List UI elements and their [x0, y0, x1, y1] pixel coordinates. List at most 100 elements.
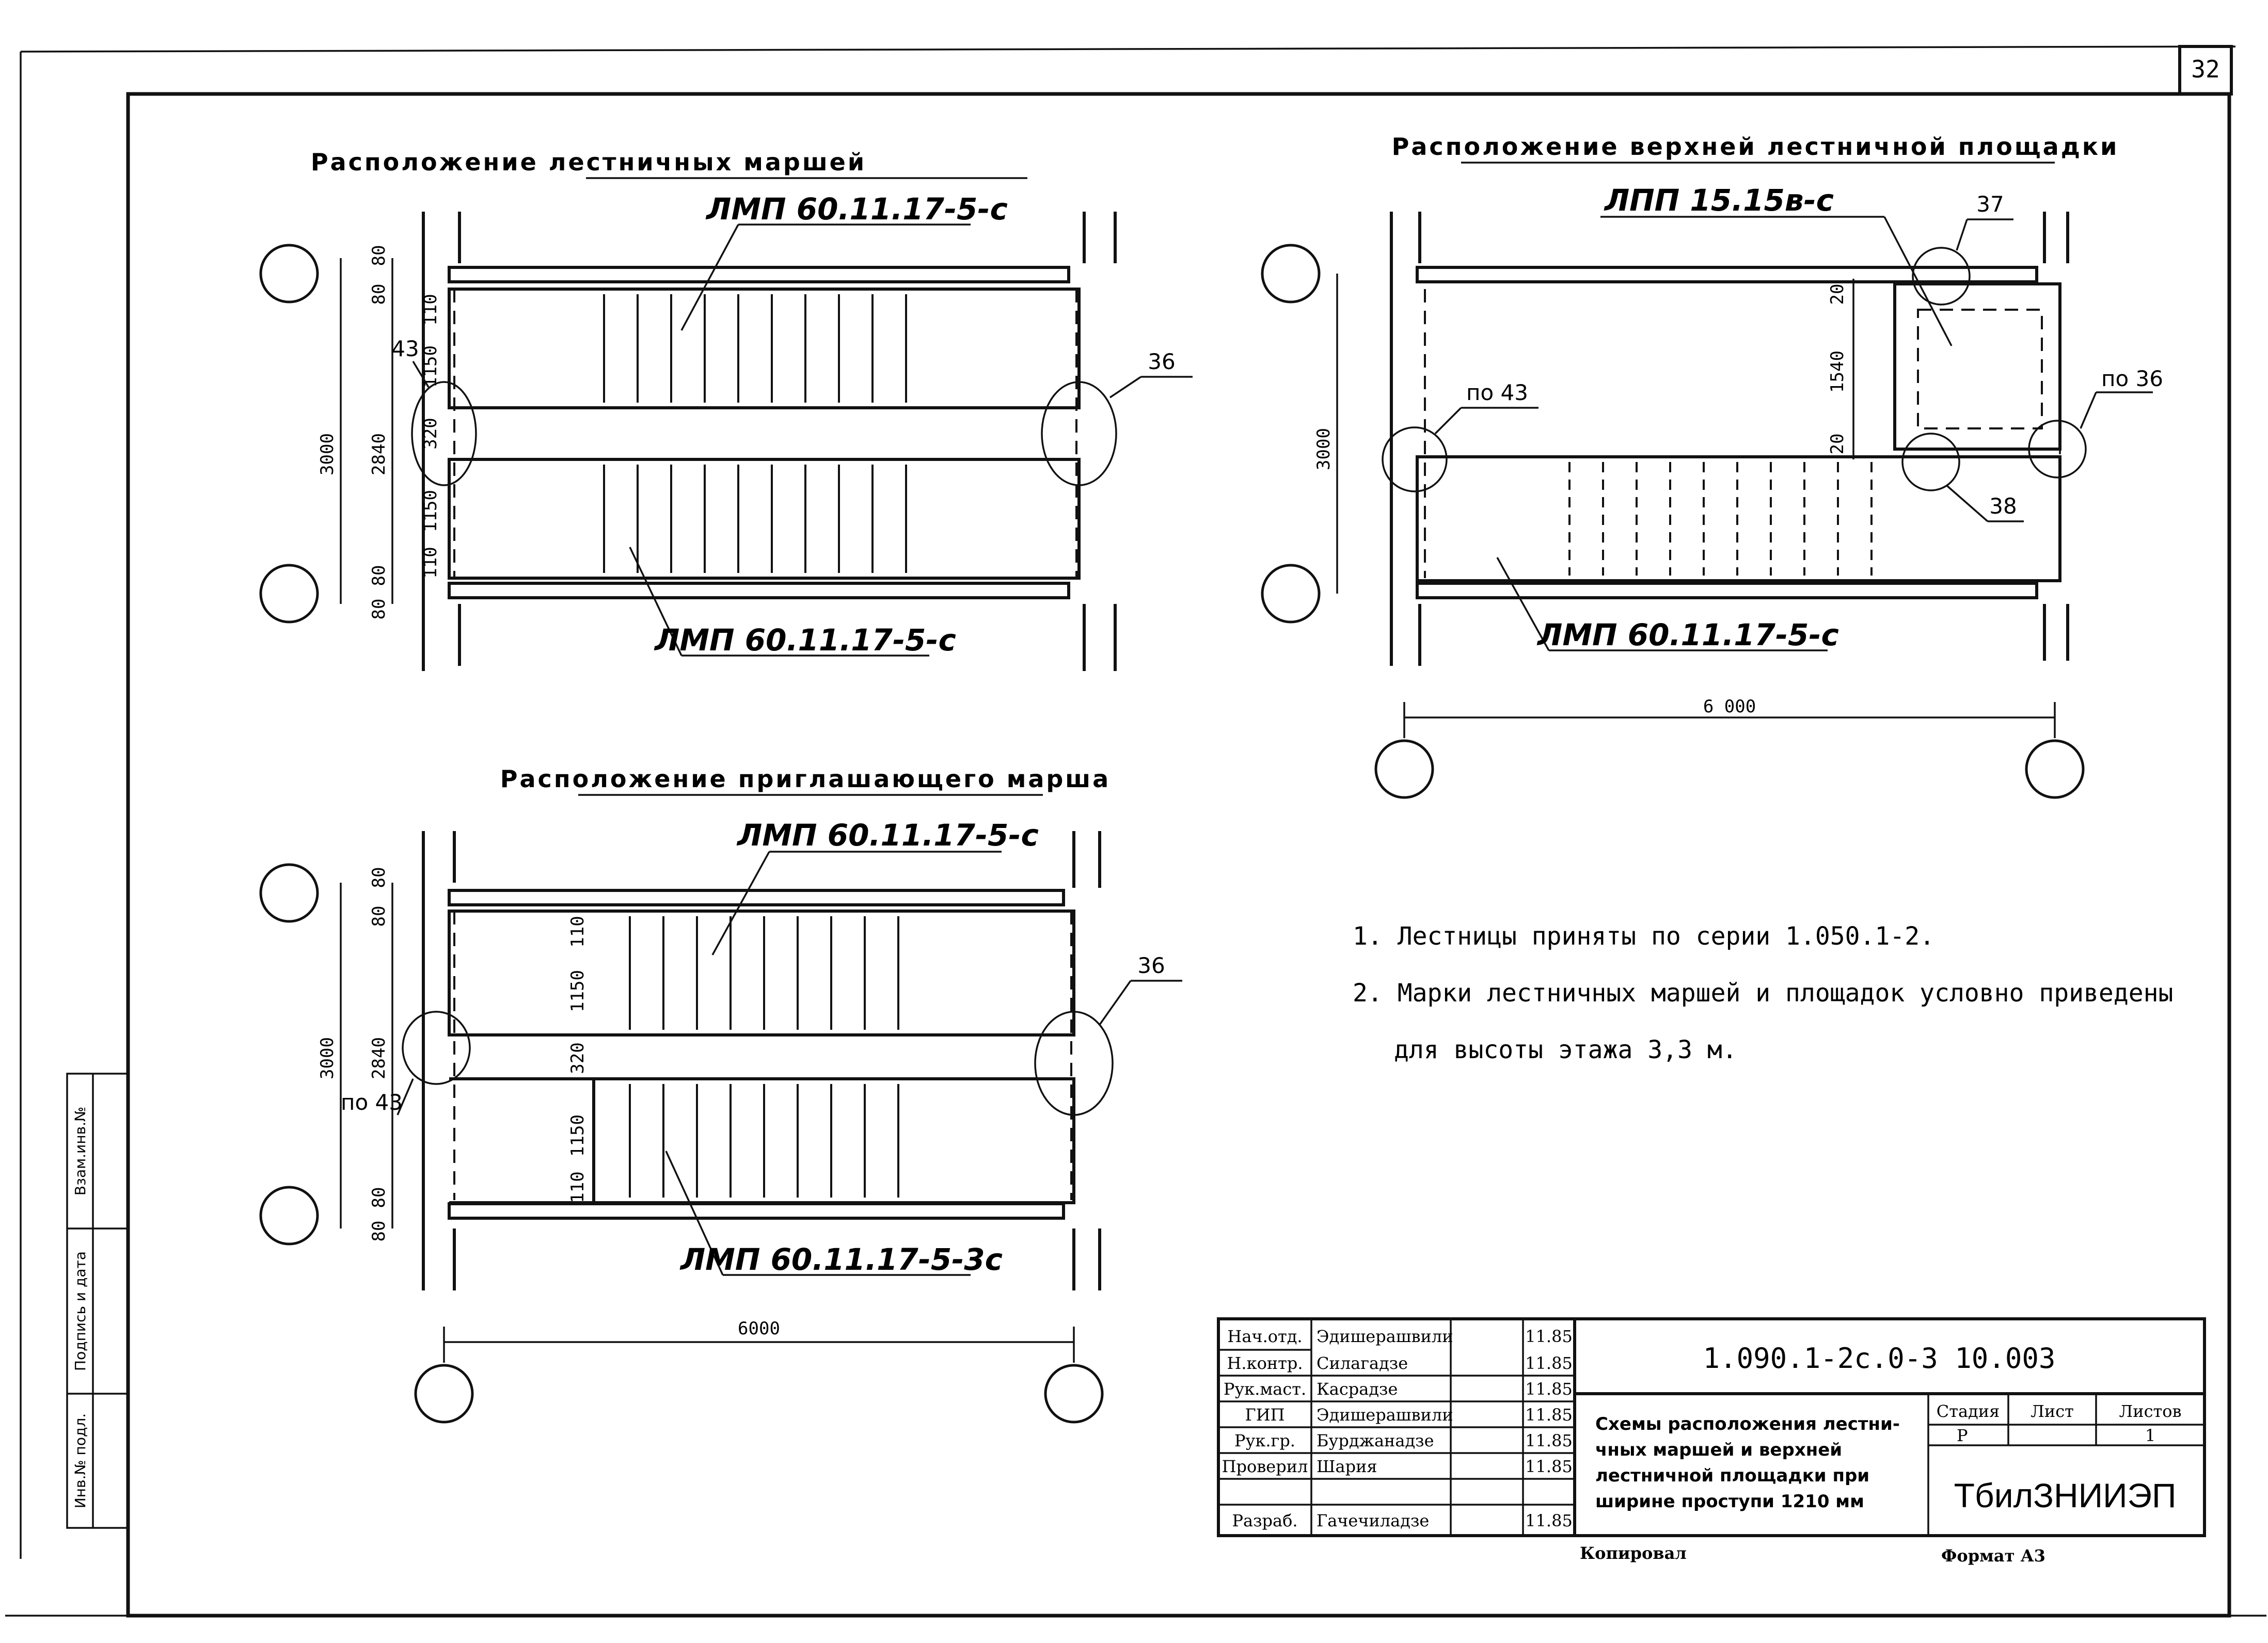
stamp-label: Подпись и дата	[72, 1251, 89, 1371]
description-line: чных маршей и верхней	[1595, 1440, 1842, 1460]
dim-value: 80	[369, 1187, 389, 1208]
tb-row: Рук.гр. Бурджанадзе 11.85	[1234, 1431, 1573, 1450]
dim-value: 1150	[420, 490, 441, 532]
march-steps	[629, 916, 899, 1198]
dim-value: 20	[1827, 284, 1848, 305]
notes: 1. Лестницы приняты по серии 1.050.1-2. …	[1353, 922, 2173, 1064]
axis-marker	[259, 1186, 319, 1246]
callout-43: 43	[391, 336, 419, 361]
mark-march-bottom: ЛМП 60.11.17-5-с	[654, 623, 956, 658]
dim-value: 110	[420, 547, 441, 578]
callout-38: 38	[1989, 493, 2017, 519]
dim-overall: 3000	[317, 433, 338, 475]
dim-value: 110	[567, 1171, 588, 1203]
svg-text:Нач.отд.: Нач.отд.	[1227, 1327, 1302, 1346]
dim-inner: 2840	[369, 1037, 389, 1079]
dim-value: 80	[369, 284, 389, 305]
dim-value: 80	[369, 906, 389, 927]
note-line: 1. Лестницы приняты по серии 1.050.1-2.	[1353, 922, 1934, 951]
svg-text:Рук.гр.: Рук.гр.	[1234, 1431, 1295, 1450]
note-line: 2. Марки лестничных маршей и площадок ус…	[1353, 979, 2173, 1008]
dim-inner: 2840	[369, 433, 389, 475]
sheet-number: 32	[2191, 55, 2219, 83]
callout-po-43: по 43	[1466, 380, 1528, 405]
mark-march-bottom: ЛМП 60.11.17-5-3с	[679, 1242, 1003, 1277]
svg-text:Разраб.: Разраб.	[1232, 1511, 1297, 1530]
plan-upper-landing: Расположение верхней лестничной площадки	[1261, 133, 2163, 799]
dim-value: 1150	[567, 1114, 588, 1157]
side-stamp: Взам.инв.№ Подпись и дата Инв.№ подл.	[66, 1073, 129, 1529]
callout-36: 36	[1148, 349, 1175, 374]
svg-text:ГИП: ГИП	[1245, 1405, 1285, 1425]
sheet-header: Лист	[2031, 1401, 2074, 1421]
note-line: для высоты этажа 3,3 м.	[1394, 1035, 1737, 1064]
dim-length: 6 000	[1703, 696, 1756, 717]
stamp-label: Инв.№ подл.	[72, 1413, 89, 1508]
callout-po-43: по 43	[341, 1090, 403, 1115]
march-steps	[603, 294, 907, 573]
tb-row: Проверил Шария 11.85	[1222, 1457, 1573, 1476]
plan-marches-title: Расположение лестничных маршей	[311, 148, 866, 176]
mark-march-top: ЛМП 60.11.17-5-с	[705, 192, 1008, 227]
svg-text:11.85: 11.85	[1525, 1431, 1573, 1450]
document-code: 1.090.1-2с.0-3 10.003	[1703, 1342, 2056, 1375]
dim-value: 110	[567, 916, 588, 947]
stage-value: Р	[1957, 1426, 1968, 1445]
plan-landing-title: Расположение верхней лестничной площадки	[1392, 133, 2119, 161]
title-block: 1.090.1-2с.0-3 10.003 Нач.отд. Эдишерашв…	[1217, 1317, 2206, 1566]
svg-text:11.85: 11.85	[1525, 1457, 1573, 1476]
svg-text:Шария: Шария	[1317, 1457, 1377, 1476]
sheet-frame: 32	[5, 45, 2266, 1618]
dim-value: 20	[1827, 434, 1848, 455]
axis-marker	[1374, 739, 1434, 799]
callout-36: 36	[1137, 953, 1165, 978]
tb-row: Рук.маст. Касрадзе 11.85	[1224, 1379, 1573, 1399]
dim-length: 6000	[738, 1318, 780, 1339]
dim-value: 80	[369, 565, 389, 586]
axis-marker	[1044, 1364, 1104, 1424]
dim-value: 1150	[420, 345, 441, 388]
description-line: лестничной площадки при	[1595, 1465, 1869, 1486]
stamp-label: Взам.инв.№	[72, 1107, 89, 1195]
svg-text:Эдишерашвили: Эдишерашвили	[1317, 1405, 1453, 1425]
svg-text:Н.контр.: Н.контр.	[1227, 1353, 1303, 1373]
axis-marker	[259, 564, 319, 624]
axis-marker	[2025, 739, 2085, 799]
svg-text:Силагадзе: Силагадзе	[1317, 1353, 1408, 1373]
sheets-header: Листов	[2119, 1401, 2182, 1421]
dim-overall: 3000	[1313, 428, 1334, 470]
svg-text:Эдишерашвили: Эдишерашвили	[1317, 1327, 1453, 1346]
dim-value: 1540	[1827, 350, 1848, 393]
mark-march-top: ЛМП 60.11.17-5-с	[736, 818, 1039, 853]
copied-label: Копировал	[1580, 1543, 1687, 1563]
svg-text:Касрадзе: Касрадзе	[1317, 1379, 1398, 1399]
organization: ТбилЗНИИЭП	[1954, 1476, 2177, 1514]
axis-marker	[1261, 564, 1321, 624]
description-line: Схемы расположения лестни-	[1595, 1414, 1900, 1434]
plan-inviting: Расположение приглашающего марша	[259, 765, 1182, 1424]
axis-marker	[259, 244, 319, 304]
axis-marker	[414, 1364, 474, 1424]
svg-text:Рук.маст.: Рук.маст.	[1224, 1379, 1306, 1399]
mark-march: ЛМП 60.11.17-5-с	[1536, 617, 1839, 652]
svg-text:Проверил: Проверил	[1222, 1457, 1308, 1476]
dim-overall: 3000	[317, 1037, 338, 1079]
dim-value: 80	[369, 245, 389, 266]
sheet-value: 1	[2145, 1426, 2155, 1445]
tb-row: Н.контр. Силагадзе 11.85	[1227, 1353, 1572, 1373]
axis-marker	[1261, 244, 1321, 304]
svg-text:11.85: 11.85	[1525, 1405, 1573, 1425]
svg-text:11.85: 11.85	[1525, 1511, 1573, 1530]
dim-value: 80	[369, 1221, 389, 1242]
dim-value: 320	[567, 1042, 588, 1074]
march-steps	[1568, 462, 1873, 576]
svg-text:11.85: 11.85	[1525, 1379, 1573, 1399]
tb-row: ГИП Эдишерашвили 11.85	[1245, 1405, 1573, 1425]
svg-text:11.85: 11.85	[1525, 1353, 1573, 1373]
dim-value: 110	[420, 294, 441, 325]
format-label: Формат А3	[1941, 1546, 2045, 1566]
callout-po-36: по 36	[2101, 366, 2163, 391]
stage-header: Стадия	[1937, 1401, 2000, 1421]
dim-value: 80	[369, 867, 389, 888]
tb-row: Разраб. Гачечиладзе 11.85	[1232, 1511, 1572, 1530]
